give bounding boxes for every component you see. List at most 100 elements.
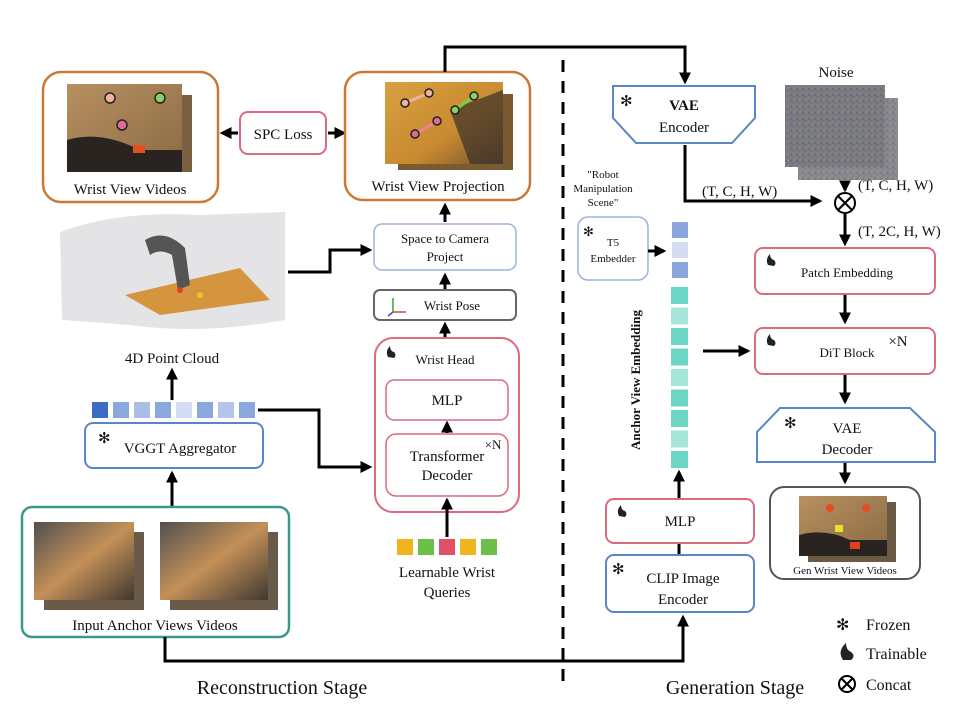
concat-shape-label: (T, 2C, H, W) bbox=[858, 224, 941, 240]
vggt-output-tokens bbox=[92, 402, 255, 418]
anchor-embedding-tokens bbox=[671, 287, 688, 468]
anchor-token bbox=[671, 430, 688, 448]
snowflake-icon: ✻ bbox=[612, 562, 625, 578]
concat-operator bbox=[834, 192, 856, 214]
input-anchor-views-label: Input Anchor Views Videos bbox=[72, 618, 238, 634]
arrow-projection-to-vae-encoder bbox=[443, 45, 691, 85]
anchor-token bbox=[671, 389, 688, 407]
prompt-line3: Scene" bbox=[588, 197, 619, 209]
vae-encoder-box: ✻ VAE Encoder bbox=[612, 85, 756, 144]
clip-encoder-label-line2: Encoder bbox=[658, 592, 708, 608]
keypoint-marker bbox=[469, 91, 479, 101]
anchor-token bbox=[671, 328, 688, 345]
wrist-view-projection-box: Wrist View Projection bbox=[343, 70, 532, 202]
t5-embedder-label-line1: T5 bbox=[607, 237, 620, 249]
flame-icon bbox=[766, 334, 776, 346]
vae-decoder-box: ✻ VAE Decoder bbox=[756, 407, 936, 463]
vggt-token bbox=[134, 402, 150, 418]
gen-wrist-videos-box: Gen Wrist View Videos bbox=[769, 486, 921, 580]
vggt-token bbox=[239, 402, 255, 418]
snowflake-icon: ✻ bbox=[98, 431, 111, 447]
wrist-head-mlp-label: MLP bbox=[432, 393, 463, 409]
wrist-view-videos-box: Wrist View Videos bbox=[41, 70, 220, 204]
anchor-token bbox=[671, 287, 688, 304]
snowflake-icon: ✻ bbox=[784, 416, 797, 432]
text-token bbox=[672, 222, 688, 238]
vggt-token bbox=[155, 402, 171, 418]
snowflake-icon: ✻ bbox=[620, 94, 633, 110]
anchor-frame-front bbox=[160, 522, 268, 600]
wrist-head-label: Wrist Head bbox=[415, 352, 475, 367]
query-token bbox=[460, 539, 476, 555]
wrist-view-videos-label: Wrist View Videos bbox=[74, 182, 187, 198]
clip-encoder-label-line1: CLIP Image bbox=[646, 571, 720, 587]
generation-mlp-box: MLP bbox=[605, 498, 755, 544]
arrow-input-to-clip bbox=[163, 614, 689, 663]
anchor-token bbox=[671, 348, 688, 366]
keypoint-marker bbox=[400, 98, 410, 108]
wrist-pose-box: Wrist Pose bbox=[373, 289, 517, 321]
generation-mlp-label: MLP bbox=[665, 514, 696, 530]
keypoint-marker bbox=[154, 92, 166, 104]
arrow-pointcloud-to-projector bbox=[288, 244, 373, 274]
query-token bbox=[397, 539, 413, 555]
keypoint-marker bbox=[432, 116, 442, 126]
wrist-view-projection-label: Wrist View Projection bbox=[371, 179, 505, 195]
query-token bbox=[439, 539, 455, 555]
vae-encoder-label-line2: Encoder bbox=[659, 120, 709, 136]
prompt-line1: "Robot bbox=[587, 169, 618, 181]
dit-block-label: DiT Block bbox=[819, 345, 875, 360]
encoder-shape-label: (T, C, H, W) bbox=[702, 184, 777, 200]
point-cloud-label: 4D Point Cloud bbox=[125, 351, 220, 367]
axes-icon bbox=[387, 298, 406, 317]
flame-icon bbox=[386, 346, 396, 358]
clip-encoder-box: ✻ CLIP Image Encoder bbox=[605, 554, 755, 613]
anchor-token bbox=[671, 307, 688, 325]
t5-embedder-box: ✻ T5 Embedder bbox=[577, 216, 649, 281]
input-anchor-views-box: Input Anchor Views Videos bbox=[20, 505, 291, 639]
spc-loss-label: SPC Loss bbox=[254, 127, 313, 143]
vggt-token bbox=[176, 402, 192, 418]
vggt-token bbox=[197, 402, 213, 418]
vggt-aggregator-box: ✻ VGGT Aggregator bbox=[84, 422, 264, 469]
point-cloud-image bbox=[60, 212, 285, 329]
prompt-line2: Manipulation bbox=[573, 183, 633, 195]
query-token bbox=[481, 539, 497, 555]
legend-frozen-label: Frozen bbox=[866, 617, 910, 634]
transformer-decoder-repeat: ×N bbox=[485, 437, 502, 452]
legend-concat-label: Concat bbox=[866, 677, 912, 694]
reconstruction-stage-label: Reconstruction Stage bbox=[197, 677, 368, 699]
legend: ✻ Frozen Trainable Concat bbox=[836, 617, 927, 694]
legend-flame-icon bbox=[840, 643, 854, 660]
space-to-camera-label-line1: Space to Camera bbox=[401, 231, 489, 246]
vggt-token bbox=[92, 402, 108, 418]
wrist-pose-label: Wrist Pose bbox=[424, 298, 480, 313]
keypoint-marker bbox=[410, 129, 420, 139]
vggt-token bbox=[218, 402, 234, 418]
patch-embedding-box: Patch Embedding bbox=[754, 247, 936, 295]
snowflake-icon: ✻ bbox=[583, 224, 594, 239]
keypoint-marker bbox=[116, 119, 128, 131]
keypoint-marker bbox=[104, 92, 116, 104]
anchor-token bbox=[671, 451, 688, 468]
text-token bbox=[672, 262, 688, 278]
arrow-tokens-to-decoder bbox=[258, 408, 373, 473]
generation-stage-label: Generation Stage bbox=[666, 677, 804, 699]
arrow-encoder-to-concat bbox=[683, 145, 823, 207]
noise-label: Noise bbox=[819, 65, 854, 81]
learnable-queries-label-line2: Queries bbox=[424, 585, 471, 601]
anchor-token bbox=[671, 369, 688, 386]
legend-concat-icon bbox=[838, 675, 856, 693]
flame-icon bbox=[617, 505, 627, 517]
learnable-query-tokens bbox=[397, 539, 497, 555]
anchor-frame-front bbox=[34, 522, 134, 600]
keypoint-marker bbox=[450, 105, 460, 115]
wrist-head-mlp-box bbox=[385, 379, 509, 421]
t5-embedder-label-line2: Embedder bbox=[590, 253, 636, 265]
patch-embedding-label: Patch Embedding bbox=[801, 265, 894, 280]
text-embedding-tokens bbox=[672, 222, 688, 278]
vggt-aggregator-label: VGGT Aggregator bbox=[124, 441, 237, 457]
query-token bbox=[418, 539, 434, 555]
anchor-token bbox=[671, 410, 688, 427]
